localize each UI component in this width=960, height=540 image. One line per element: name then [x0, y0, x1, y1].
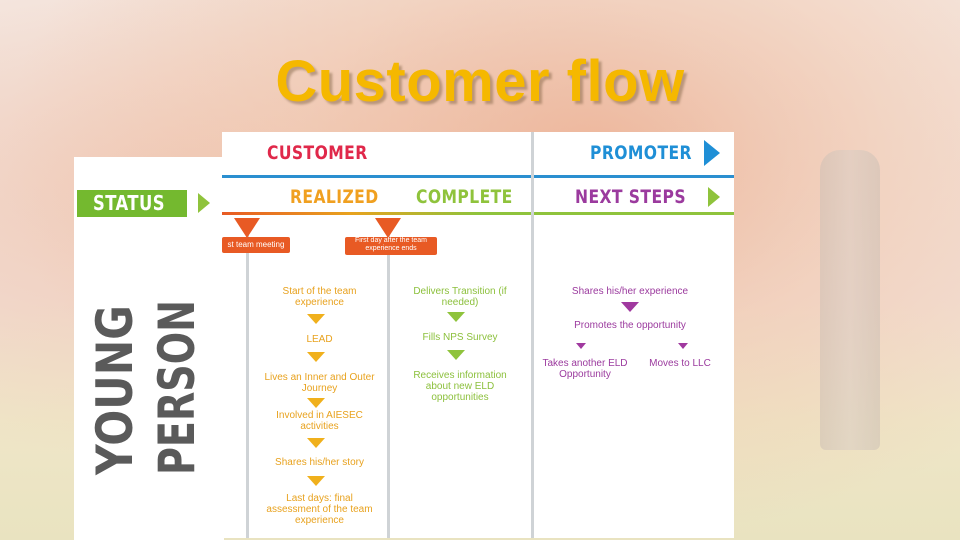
- next-step-shares-experience: Shares his/her experience: [555, 286, 705, 297]
- header-promoter: PROMOTER: [590, 142, 692, 164]
- down-arrow-icon: [307, 314, 325, 324]
- milestone-first-day-after: First day after the team experience ends: [345, 237, 437, 255]
- complete-step-1: Delivers Transition (if needed): [400, 286, 520, 308]
- complete-step-3: Receives information about new ELD oppor…: [400, 370, 520, 403]
- down-arrow-icon: [678, 343, 688, 349]
- header-next-steps: NEXT STEPS: [575, 186, 686, 208]
- down-arrow-icon: [621, 302, 639, 312]
- header-complete: COMPLETE: [416, 186, 513, 208]
- realized-step-5: Shares his/her story: [262, 457, 377, 468]
- complete-step-2: Fills NPS Survey: [400, 332, 520, 343]
- down-arrow-icon: [447, 312, 465, 322]
- milestone-first-team-meeting: st team meeting: [222, 237, 290, 253]
- down-arrow-icon: [307, 398, 325, 408]
- status-label: STATUS: [77, 190, 187, 217]
- next-step-promotes-opportunity: Promotes the opportunity: [555, 320, 705, 331]
- milestone-marker-start: [234, 218, 260, 238]
- realized-step-6: Last days: final assessment of the team …: [262, 493, 377, 526]
- down-arrow-icon: [307, 476, 325, 486]
- young-person-line2: PERSON: [148, 300, 206, 475]
- young-person-line1: YOUNG: [86, 305, 144, 476]
- timeline-line-realized: [246, 232, 249, 538]
- customer-divider: [222, 175, 734, 178]
- next-steps-arrow-icon: [708, 187, 720, 207]
- header-customer: CUSTOMER: [267, 142, 368, 164]
- promoter-column-divider: [531, 132, 534, 538]
- realized-step-1: Start of the team experience: [262, 286, 377, 308]
- status-arrow-icon: [198, 193, 210, 213]
- header-realized: REALIZED: [290, 186, 379, 208]
- slide-title: Customer flow: [0, 48, 960, 115]
- milestone-marker-end: [375, 218, 401, 238]
- young-person-label: YOUNG PERSON: [80, 300, 210, 480]
- promoter-arrow-icon: [704, 140, 720, 166]
- down-arrow-icon: [307, 438, 325, 448]
- realized-step-2: LEAD: [262, 334, 377, 345]
- realized-step-4: Involved in AIESEC activities: [262, 410, 377, 432]
- status-divider: [222, 212, 734, 215]
- down-arrow-icon: [307, 352, 325, 362]
- timeline-line-complete: [387, 232, 390, 538]
- tree-trunk: [820, 150, 880, 450]
- next-step-option-eld: Takes another ELD Opportunity: [540, 358, 630, 380]
- next-step-option-llc: Moves to LLC: [640, 358, 720, 369]
- down-arrow-icon: [576, 343, 586, 349]
- down-arrow-icon: [447, 350, 465, 360]
- realized-step-3: Lives an Inner and Outer Journey: [252, 372, 387, 394]
